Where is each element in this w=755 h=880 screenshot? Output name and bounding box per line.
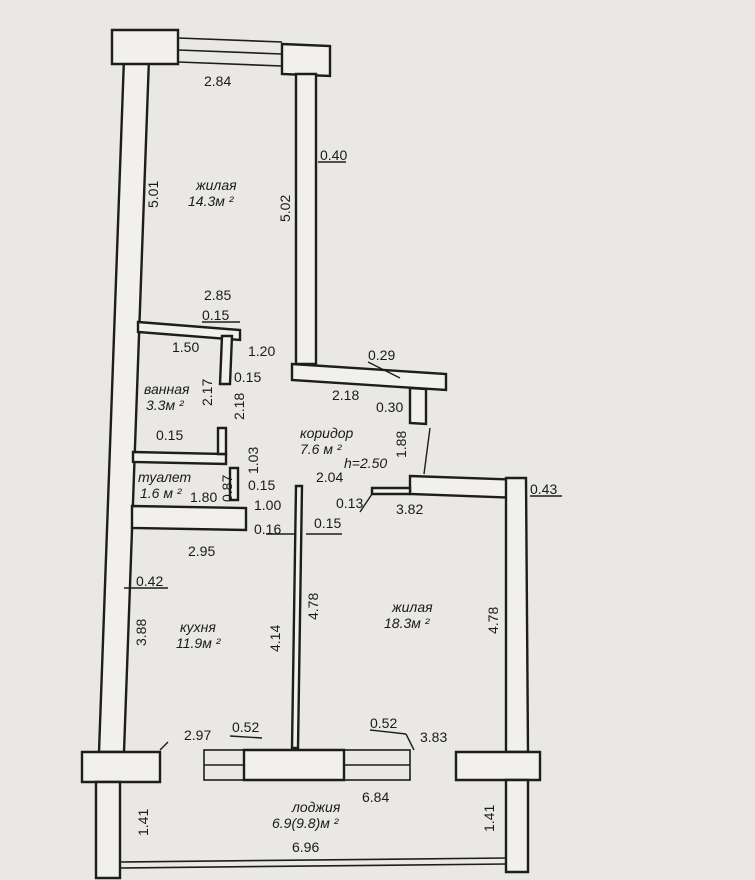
- dim-015-c: 0.15: [156, 427, 183, 443]
- dim-120: 1.20: [248, 343, 275, 359]
- door-mark-1: [423, 427, 431, 475]
- bottom-window: [203, 749, 411, 781]
- dim-052-b: 0.52: [370, 715, 397, 731]
- room-corridor-name: коридор: [300, 425, 353, 441]
- dim-043: 0.43: [530, 481, 557, 497]
- dim-295: 2.95: [188, 543, 215, 559]
- dim-204: 2.04: [316, 469, 343, 485]
- toilet-right-wall: [228, 466, 240, 502]
- dim-285: 2.85: [204, 287, 231, 303]
- corridor-pillar: [408, 386, 428, 426]
- bath-bottom-wall: [131, 450, 228, 466]
- dim-414: 4.14: [267, 625, 283, 652]
- room-corridor-height: h=2.50: [344, 455, 387, 471]
- dim-left-501: 5.01: [145, 181, 161, 208]
- bottom-left-pier: [80, 750, 162, 784]
- loggia-right-wall: [504, 778, 530, 874]
- dim-188: 1.88: [393, 431, 409, 458]
- room-corridor-area: 7.6 м ²: [300, 441, 343, 457]
- room-labels: жилая 14.3м ² ванная 3.3м ² коридор 7.6 …: [138, 177, 433, 831]
- dim-218-a: 2.18: [231, 393, 247, 420]
- dimension-labels: 2.84 0.40 5.01 5.02 2.85 0.15 1.50 1.20 …: [133, 73, 557, 855]
- dim-087: 0.87: [219, 475, 235, 502]
- dim-015-e: 0.15: [314, 515, 341, 531]
- room-living2-area: 18.3м ²: [384, 615, 431, 631]
- dim-388: 3.88: [133, 619, 149, 646]
- room-living1-area: 14.3м ²: [188, 193, 235, 209]
- dim-696: 6.96: [292, 839, 319, 855]
- dim-383: 3.83: [420, 729, 447, 745]
- room-kitchen-name: кухня: [180, 619, 216, 635]
- dim-141-a: 1.41: [135, 809, 151, 836]
- dim-218-b: 2.18: [332, 387, 359, 403]
- room-loggia-name: лоджия: [291, 799, 341, 815]
- lower-bedroom-top-step: [370, 486, 412, 496]
- dim-052-a: 0.52: [232, 719, 259, 735]
- bedroom-right-wall: [294, 72, 318, 366]
- dim-382: 3.82: [396, 501, 423, 517]
- walls: [80, 28, 542, 880]
- room-toilet-area: 1.6 м ²: [140, 485, 183, 501]
- bath-right-wall: [218, 334, 234, 386]
- dim-100: 1.00: [254, 497, 281, 513]
- left-exterior-wall: [97, 56, 151, 754]
- toilet-bottom-wall: [130, 504, 248, 532]
- lower-bedroom-right-wall: [504, 476, 530, 754]
- loggia-left-wall: [94, 780, 122, 880]
- dim-015-a: 0.15: [202, 307, 229, 323]
- top-window: [177, 37, 283, 67]
- bath-door-jamb: [216, 426, 228, 456]
- dim-top-window: 2.84: [204, 73, 231, 89]
- dim-029: 0.29: [368, 347, 395, 363]
- dim-015-b: 0.15: [234, 369, 261, 385]
- room-loggia-area: 6.9(9.8)м ²: [272, 815, 340, 831]
- bedroom-bottom-wall: [290, 362, 448, 392]
- dim-684: 6.84: [362, 789, 389, 805]
- dim-150: 1.50: [172, 339, 199, 355]
- dimension-leaders: [124, 161, 562, 751]
- room-toilet-name: туалет: [138, 469, 192, 485]
- dim-478-b: 4.78: [485, 607, 501, 634]
- dim-103: 1.03: [245, 447, 261, 474]
- top-left-pier: [110, 28, 180, 66]
- dim-right-502: 5.02: [277, 195, 293, 222]
- dim-217: 2.17: [199, 379, 215, 406]
- dim-wall-040: 0.40: [320, 147, 347, 163]
- dim-042: 0.42: [136, 573, 163, 589]
- dim-015-d: 0.15: [248, 477, 275, 493]
- dim-141-b: 1.41: [481, 805, 497, 832]
- bottom-center-pier: [242, 748, 346, 782]
- dim-016: 0.16: [254, 521, 281, 537]
- dim-297: 2.97: [184, 727, 211, 743]
- top-right-pier: [280, 42, 332, 78]
- room-living2-name: жилая: [391, 599, 433, 615]
- room-bath-name: ванная: [144, 381, 190, 397]
- dim-030: 0.30: [376, 399, 403, 415]
- kitchen-bedroom-divider: [290, 484, 304, 750]
- bottom-right-pier: [454, 750, 542, 782]
- room-living1-name: жилая: [195, 177, 237, 193]
- dim-013: 0.13: [336, 495, 363, 511]
- room-bath-area: 3.3м ²: [146, 397, 185, 413]
- door-mark-2: [359, 493, 373, 513]
- bath-top-wall: [136, 320, 242, 342]
- loggia-railing: [119, 857, 507, 869]
- dim-478-a: 4.78: [305, 593, 321, 620]
- dim-180: 1.80: [190, 489, 217, 505]
- room-kitchen-area: 11.9м ²: [176, 635, 222, 651]
